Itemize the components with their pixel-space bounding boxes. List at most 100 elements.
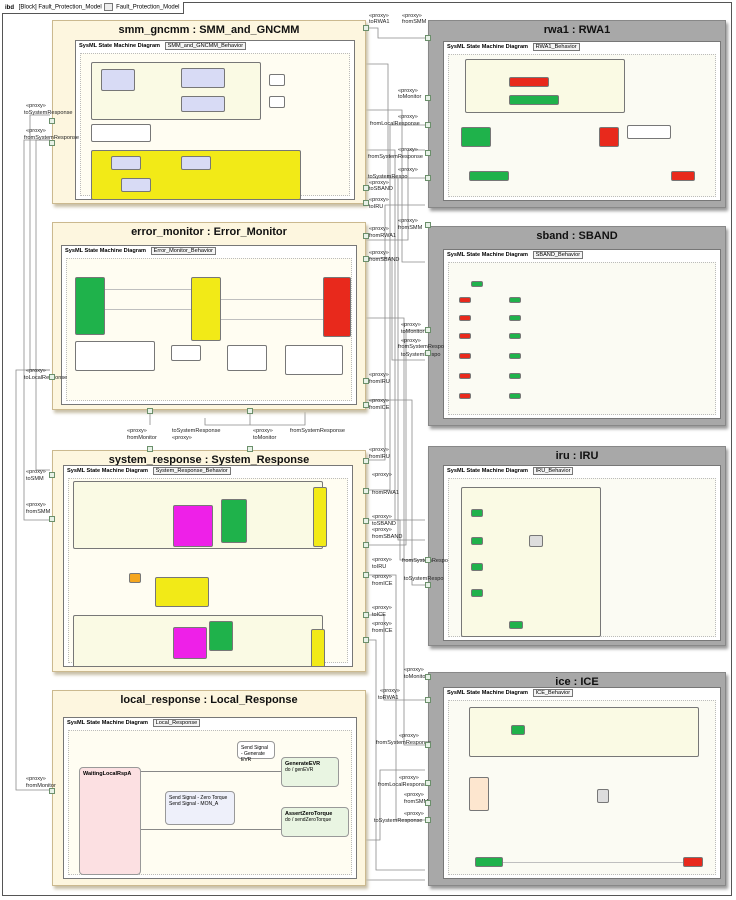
port[interactable] [363, 612, 369, 618]
part-system-response[interactable]: system_response : System_Response SysML … [52, 450, 366, 672]
port[interactable] [425, 582, 431, 588]
diagram-type: SysML State Machine Diagram [65, 248, 147, 254]
port[interactable] [147, 408, 153, 414]
port[interactable] [49, 788, 55, 794]
part-iru[interactable]: iru : IRU SysML State Machine Diagram IR… [428, 446, 726, 646]
port-stereotype: «proxy» [372, 605, 392, 611]
port[interactable] [425, 175, 431, 181]
port-stereotype: «proxy» [372, 621, 392, 627]
behavior-name: SMM_and_GNCMM_Behavior [164, 42, 247, 50]
state-machine-diagram[interactable]: SysML State Machine Diagram Error_Monito… [61, 245, 357, 405]
port[interactable] [363, 185, 369, 191]
port-label-fromICE: fromICE [372, 628, 393, 634]
state-machine-diagram[interactable]: SysML State Machine Diagram SBAND_Behavi… [443, 249, 721, 419]
port[interactable] [363, 572, 369, 578]
port[interactable] [49, 118, 55, 124]
port[interactable] [247, 446, 253, 452]
port[interactable] [49, 140, 55, 146]
behavior-name: Local_Response [152, 719, 201, 727]
port[interactable] [363, 458, 369, 464]
port-label-fromICE: fromICE [369, 405, 390, 411]
port[interactable] [363, 378, 369, 384]
port-label-fromIRU: fromIRU [369, 379, 390, 385]
state [181, 156, 211, 170]
port-label-fromSMM: fromSMM [26, 509, 51, 515]
port[interactable] [425, 150, 431, 156]
port[interactable] [363, 488, 369, 494]
port-stereotype: «proxy» [398, 167, 418, 173]
port[interactable] [147, 446, 153, 452]
port[interactable] [49, 472, 55, 478]
port-stereotype: «proxy» [399, 775, 419, 781]
part-local-response[interactable]: local_response : Local_Response SysML St… [52, 690, 366, 886]
port[interactable] [363, 233, 369, 239]
port-label-toIRU: toIRU [372, 564, 387, 570]
state-machine-diagram[interactable]: SysML State Machine Diagram RWA1_Behavio… [443, 41, 721, 201]
part-title: local_response : Local_Response [120, 694, 298, 706]
port[interactable] [425, 350, 431, 356]
region [469, 707, 699, 757]
port-stereotype: «proxy» [372, 557, 392, 563]
port[interactable] [363, 402, 369, 408]
port-label-fromSBAND: fromSBAND [369, 257, 400, 263]
part-ice[interactable]: ice : ICE SysML State Machine Diagram IC… [428, 672, 726, 886]
port[interactable] [247, 408, 253, 414]
note [285, 345, 343, 375]
state-machine-diagram[interactable]: SysML State Machine Diagram IRU_Behavior [443, 465, 721, 641]
port[interactable] [363, 542, 369, 548]
part-title: ice : ICE [555, 676, 599, 688]
port[interactable] [425, 35, 431, 41]
port-stereotype: «proxy» [372, 514, 392, 520]
port[interactable] [363, 256, 369, 262]
part-smm-gncmm[interactable]: smm_gncmm : SMM_and_GNCMM SysML State Ma… [52, 20, 366, 204]
port[interactable] [425, 122, 431, 128]
state [75, 277, 105, 335]
port[interactable] [363, 637, 369, 643]
port-stereotype: «proxy» [401, 322, 421, 328]
port[interactable] [425, 222, 431, 228]
port[interactable] [425, 780, 431, 786]
state-machine-diagram[interactable]: SysML State Machine Diagram Local_Respon… [63, 717, 357, 879]
port[interactable] [425, 697, 431, 703]
note-send-signals: Send Signal - Zero Torque Send Signal - … [165, 791, 235, 825]
port[interactable] [425, 817, 431, 823]
diagram-header: SysML State Machine Diagram SMM_and_GNCM… [76, 41, 354, 52]
port[interactable] [49, 516, 55, 522]
note [269, 96, 285, 108]
part-sband[interactable]: sband : SBAND SysML State Machine Diagra… [428, 226, 726, 426]
state [459, 373, 471, 379]
behavior-name: SBAND_Behavior [532, 251, 584, 259]
port-label-toSystemResponse: toSystemRespo [368, 174, 408, 180]
port-label-fromSMM: fromSMM [402, 19, 427, 25]
part-rwa1[interactable]: rwa1 : RWA1 SysML State Machine Diagram … [428, 20, 726, 208]
port[interactable] [363, 200, 369, 206]
state-machine-diagram[interactable]: SysML State Machine Diagram System_Respo… [63, 465, 353, 667]
port[interactable] [363, 518, 369, 524]
state-do: do / sendZeroTorque [285, 817, 332, 823]
port-stereotype: «proxy» [369, 447, 389, 453]
port[interactable] [363, 25, 369, 31]
diagram-content [80, 53, 350, 199]
port[interactable] [425, 557, 431, 563]
port-stereotype: «proxy» [127, 428, 147, 434]
part-title: iru : IRU [555, 450, 599, 462]
behavior-name: RWA1_Behavior [532, 43, 580, 51]
port-stereotype: «proxy» [398, 147, 418, 153]
port[interactable] [425, 742, 431, 748]
diagram-type: SysML State Machine Diagram [67, 720, 149, 726]
port-stereotype: «proxy» [372, 574, 392, 580]
port-label-toSBAND: toSBAND [372, 521, 396, 527]
state-machine-diagram[interactable]: SysML State Machine Diagram ICE_Behavior [443, 687, 721, 879]
port[interactable] [49, 374, 55, 380]
port[interactable] [425, 327, 431, 333]
port[interactable] [425, 674, 431, 680]
part-error-monitor[interactable]: error_monitor : Error_Monitor SysML Stat… [52, 222, 366, 410]
diagram-type: SysML State Machine Diagram [79, 43, 161, 49]
diagram-header: SysML State Machine Diagram IRU_Behavior [444, 466, 720, 477]
port-label-fromSystemResponse: fromSystemRespo [398, 344, 445, 350]
port-label-toMonitor: toMonitor [401, 329, 425, 335]
port[interactable] [425, 800, 431, 806]
port-label-toLocalResponse: toLocalResponse [24, 375, 68, 381]
state-machine-diagram[interactable]: SysML State Machine Diagram SMM_and_GNCM… [75, 40, 355, 200]
port[interactable] [425, 95, 431, 101]
